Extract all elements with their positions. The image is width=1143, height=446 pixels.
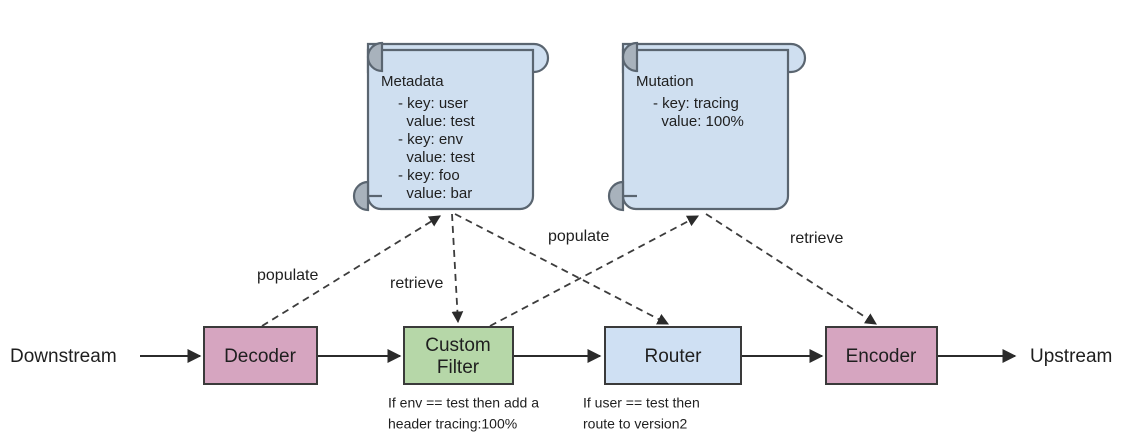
dashed-mutation-to-encoder [705, 213, 877, 325]
custom-filter-label-line1: Custom [425, 335, 490, 356]
dashed-metadata-to-custom-filter [451, 213, 464, 324]
dashed-metadata-to-router [454, 213, 670, 325]
metadata-scroll-line-5: value: bar [398, 185, 472, 202]
decoder-label: Decoder [224, 346, 296, 367]
metadata-scroll: Metadata - key: user value: test - key: … [352, 41, 550, 212]
mutation-scroll-line-0: - key: tracing [653, 95, 739, 112]
node-router[interactable]: Router [604, 326, 742, 385]
dashed-custom-filter-to-mutation [489, 215, 700, 327]
node-encoder[interactable]: Encoder [825, 326, 938, 385]
router-box[interactable] [604, 326, 742, 385]
router-caption-line1: If user == test then [583, 395, 700, 411]
custom-filter-box[interactable] [403, 326, 514, 385]
node-decoder[interactable]: Decoder [203, 326, 318, 385]
edge-label-retrieve-metadata-custom-filter: retrieve [390, 275, 443, 292]
node-custom-filter[interactable]: Custom Filter [403, 326, 514, 385]
dashed-decoder-to-metadata [261, 215, 441, 327]
metadata-scroll-curl-top [366, 41, 384, 73]
metadata-scroll-curl-bottom [352, 180, 370, 212]
custom-filter-caption-line1: If env == test then add a [388, 395, 539, 411]
metadata-scroll-line-1: value: test [398, 113, 476, 130]
metadata-scroll-line-4: - key: foo [398, 167, 460, 184]
mutation-scroll: Mutation - key: tracing value: 100% [607, 41, 807, 212]
decoder-box[interactable] [203, 326, 318, 385]
mutation-scroll-title: Mutation [636, 73, 694, 90]
downstream-label: Downstream [10, 346, 117, 367]
edge-label-populate-decoder-metadata: populate [257, 267, 318, 284]
mutation-scroll-curl-bottom [607, 180, 625, 212]
mutation-scroll-line-1: value: 100% [653, 113, 744, 130]
metadata-scroll-line-0: - key: user [398, 95, 468, 112]
metadata-scroll-line-3: value: test [398, 149, 476, 166]
upstream-label: Upstream [1030, 346, 1112, 367]
mutation-scroll-curl-top [621, 41, 639, 73]
metadata-scroll-line-2: - key: env [398, 131, 464, 148]
custom-filter-label-line2: Filter [437, 357, 480, 378]
metadata-scroll-title: Metadata [381, 73, 444, 90]
router-label: Router [644, 346, 702, 367]
relation-arrows [261, 213, 877, 327]
encoder-box[interactable] [825, 326, 938, 385]
encoder-label: Encoder [846, 346, 917, 367]
edge-label-populate-router-mutation: populate [548, 228, 609, 245]
custom-filter-caption-line2: header tracing:100% [388, 416, 517, 432]
edge-label-retrieve-mutation-encoder: retrieve [790, 230, 843, 247]
router-caption-line2: route to version2 [583, 416, 687, 432]
